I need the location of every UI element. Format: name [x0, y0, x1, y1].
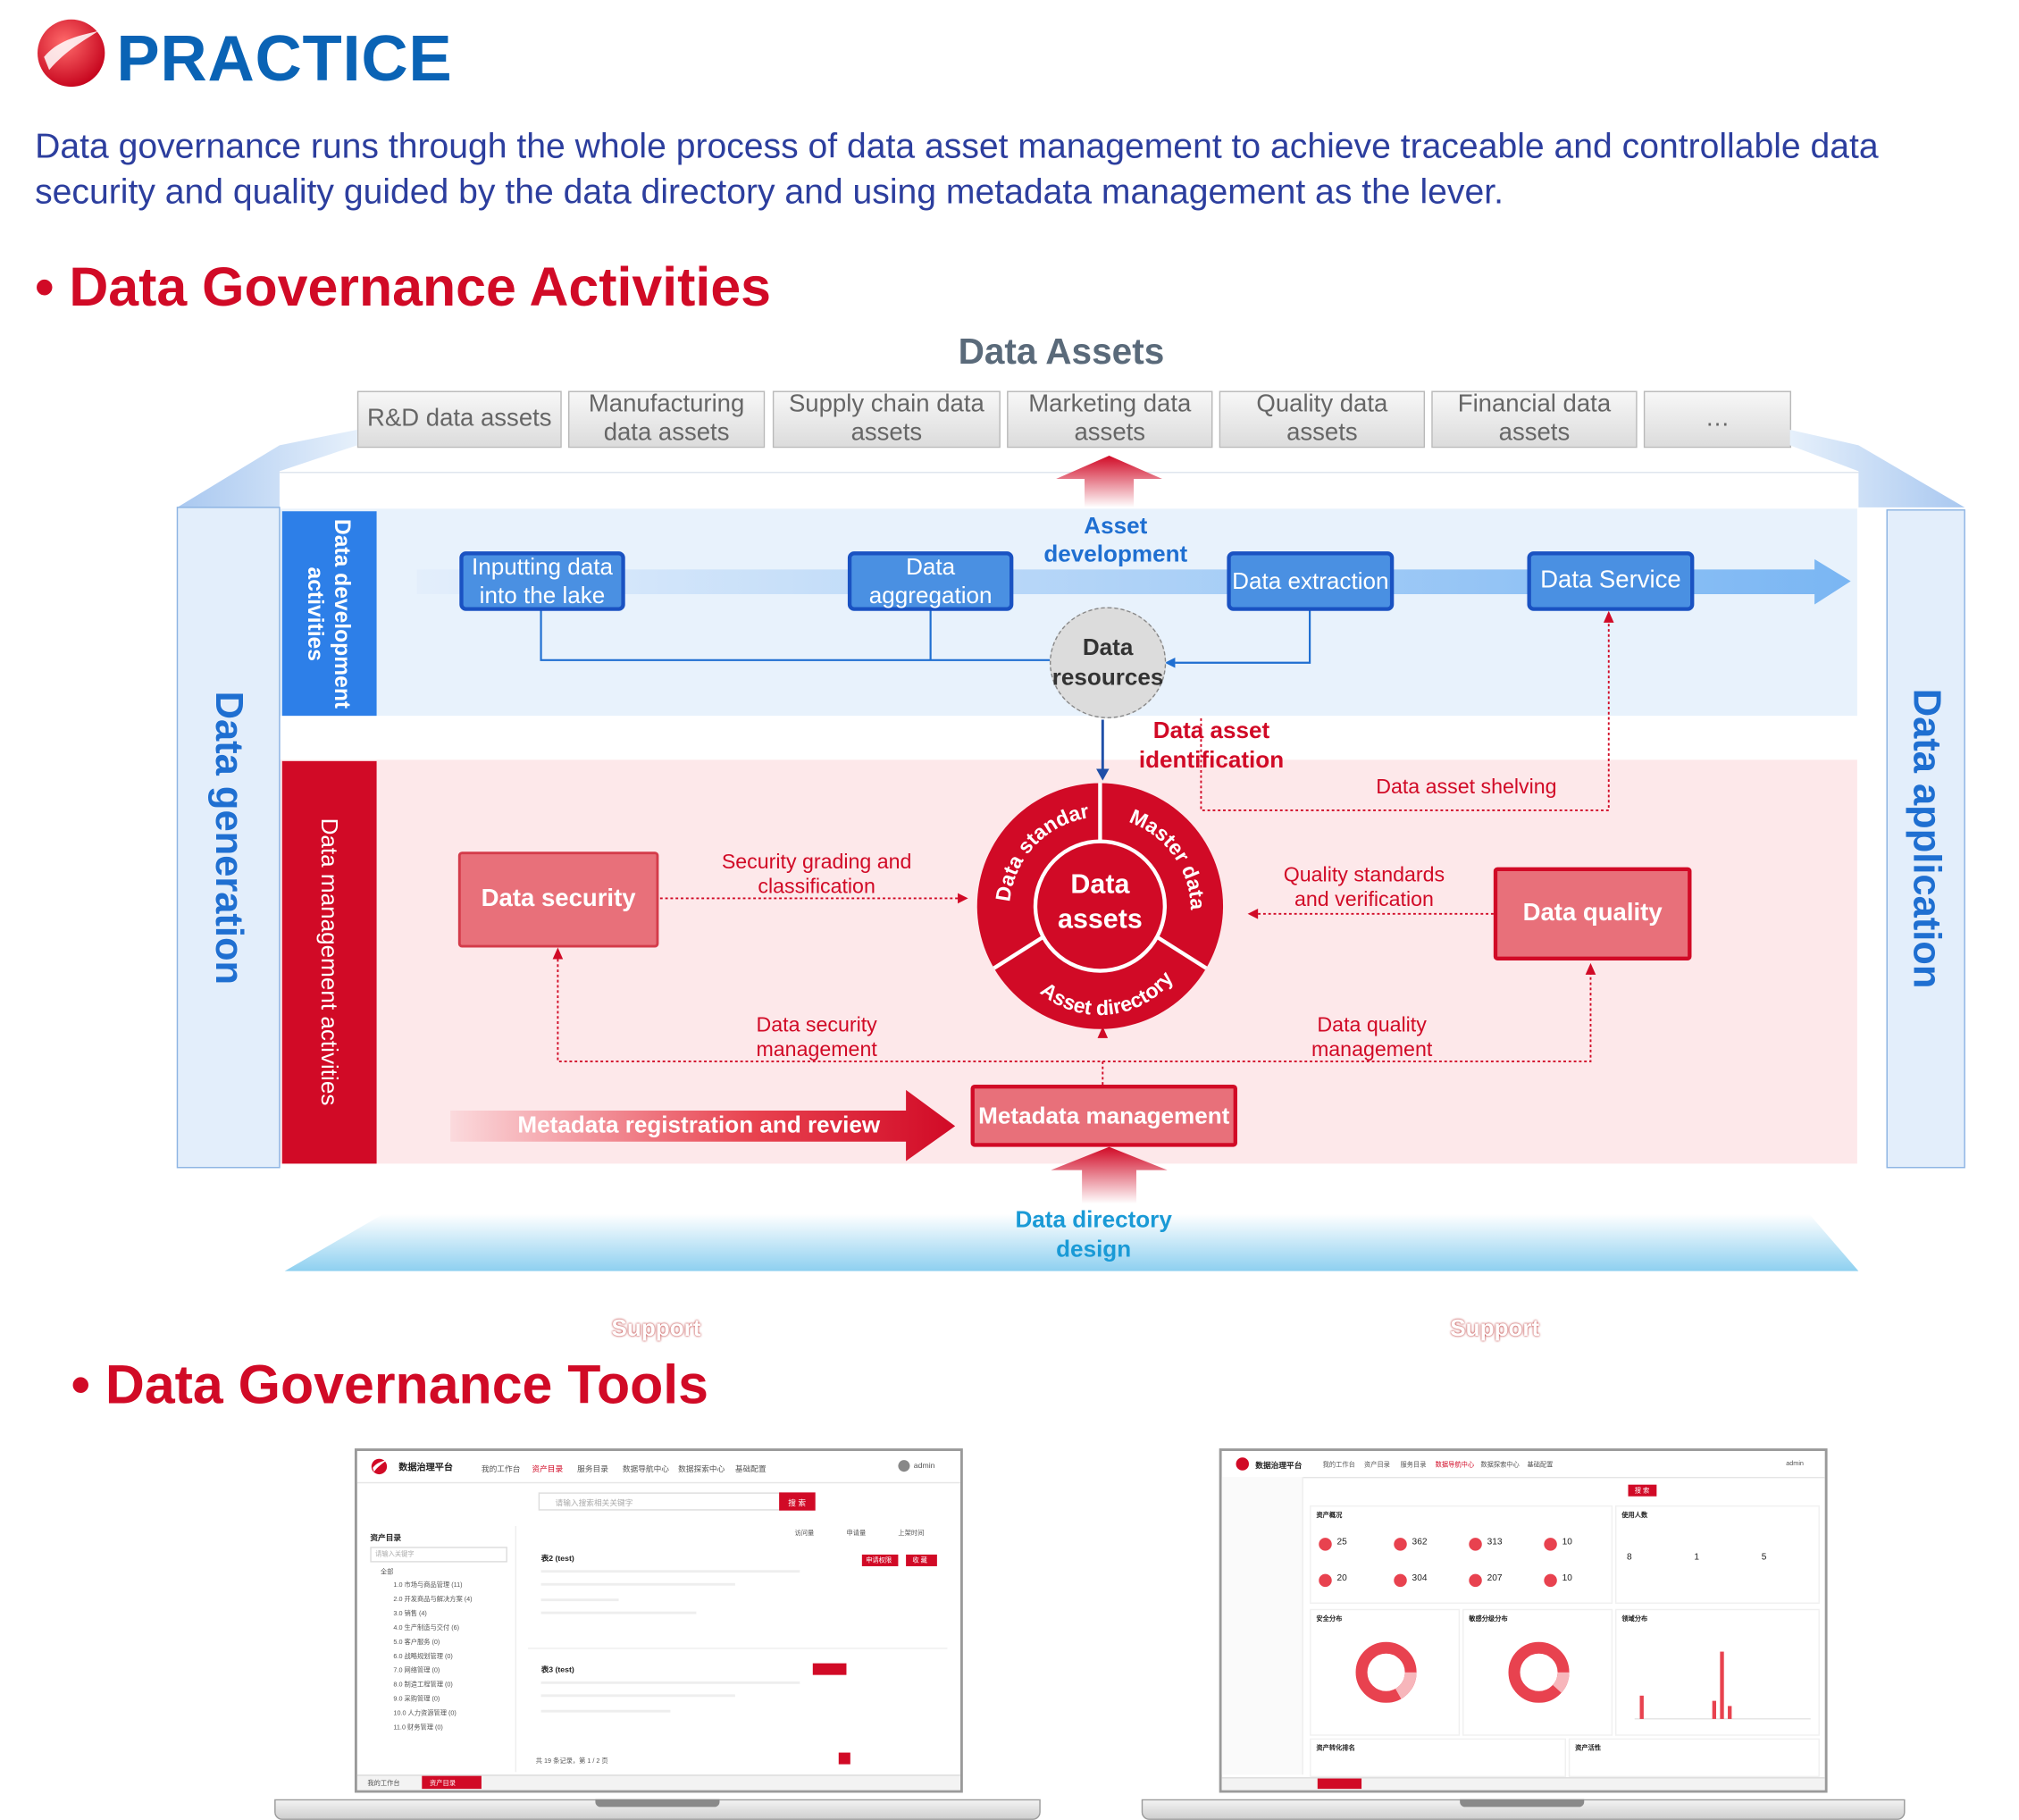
app-name: 数据治理平台 — [398, 1464, 454, 1473]
step-extraction: Data extraction — [1227, 551, 1395, 611]
nav-item[interactable]: 服务目录 — [577, 1466, 608, 1475]
search-input[interactable]: 请输入搜索相关关键字 — [538, 1492, 783, 1511]
security-grading-label: Security grading and classification — [721, 851, 912, 899]
asset-activity-panel: 资产活性 — [1568, 1738, 1820, 1778]
metadata-management-box: Metadata management — [970, 1085, 1237, 1147]
sort-option[interactable]: 上架时间 — [898, 1530, 925, 1539]
section-tools: • Data Governance Tools — [71, 1354, 709, 1415]
band-label-mgmt: Data management activities — [316, 818, 343, 1106]
data-security-box: Data security — [457, 851, 659, 948]
tree-item[interactable]: 全部 — [380, 1568, 394, 1577]
security-donut — [1355, 1641, 1417, 1703]
tree-item[interactable]: 7.0 网络管理 (0) — [393, 1666, 440, 1675]
asset-category: R&D data assets — [356, 390, 562, 449]
nav-item[interactable]: 数据探索中心 — [678, 1466, 725, 1475]
nav-item-active[interactable]: 资产目录 — [532, 1466, 564, 1475]
asset-category: Supply chain data assets — [772, 390, 1001, 449]
data-assets-title: Data Assets — [958, 331, 1165, 372]
nav-item[interactable]: 数据导航中心 — [622, 1466, 670, 1475]
tree-item[interactable]: 2.0 开发商品与解决方案 (4) — [393, 1596, 473, 1604]
nav-item[interactable]: 我的工作台 — [1322, 1461, 1355, 1470]
footer-tab-active[interactable]: 资产目录 — [422, 1775, 482, 1790]
nav-item[interactable]: 服务目录 — [1400, 1461, 1427, 1470]
asset-card[interactable]: 表2 (test) 申请权限 收 藏 — [528, 1544, 948, 1649]
classification-distribution-panel: 敏感分级分布 — [1462, 1608, 1613, 1736]
asset-card[interactable]: 表3 (test) — [528, 1656, 947, 1746]
tree-item[interactable]: 9.0 采购管理 (0) — [393, 1695, 440, 1704]
band-label-dev: Data development activities — [303, 518, 355, 709]
company-logo — [38, 19, 105, 88]
quality-standards-label: Quality standards and verification — [1283, 864, 1445, 911]
wheel-center-label: Data assets — [1058, 869, 1143, 935]
step-aggregation: Data aggregation — [847, 551, 1014, 611]
tree-item[interactable]: 1.0 市场与商品管理 (11) — [393, 1581, 463, 1590]
asset-category: Marketing data assets — [1007, 390, 1213, 449]
asset-shelving-label: Data asset shelving — [1376, 776, 1557, 799]
section-activities: • Data Governance Activities — [35, 256, 772, 317]
step-data-service: Data Service — [1527, 551, 1695, 611]
page-button[interactable] — [838, 1752, 850, 1765]
tree-item[interactable]: 6.0 战略规划管理 (0) — [393, 1653, 453, 1661]
support-label: Support — [611, 1314, 701, 1341]
tree-item[interactable]: 11.0 财务管理 (0) — [393, 1724, 443, 1732]
conversion-ranking-panel: 资产转化排名 — [1310, 1738, 1566, 1778]
data-assets-wheel: Data standards Master data Asset directo… — [973, 779, 1224, 1029]
sort-option[interactable]: 访问量 — [794, 1530, 815, 1539]
search-button[interactable]: 搜 索 — [779, 1492, 816, 1511]
asset-category: Quality data assets — [1219, 390, 1426, 449]
search-button[interactable]: 搜 索 — [1628, 1484, 1657, 1497]
user-name[interactable]: admin — [1786, 1460, 1804, 1468]
asset-category: Financial data assets — [1431, 390, 1638, 449]
app-logo-icon — [371, 1458, 388, 1475]
apply-button[interactable]: 申请权限 — [861, 1554, 899, 1566]
nav-item[interactable]: 基础配置 — [734, 1466, 767, 1475]
sidebar — [1221, 1476, 1303, 1775]
tree-item[interactable]: 4.0 生产制造与交付 (6) — [393, 1624, 460, 1632]
asset-identification-label: Data asset identification — [1138, 717, 1285, 773]
intro-text: Data governance runs through the whole p… — [35, 126, 1879, 212]
domain-bar-chart — [1634, 1651, 1811, 1720]
tree-item[interactable]: 3.0 销售 (4) — [393, 1610, 427, 1618]
tree-item[interactable]: 5.0 客户服务 (0) — [393, 1639, 440, 1647]
app-name: 数据治理平台 — [1255, 1463, 1303, 1471]
tree-filter-input[interactable]: 请输入关键字 — [370, 1547, 507, 1563]
pillar-data-generation: Data generation — [206, 691, 250, 985]
metadata-registration-label: Metadata registration and review — [517, 1111, 881, 1138]
domain-distribution-panel: 领域分布 — [1615, 1608, 1820, 1736]
tree-item[interactable]: 10.0 人力资源管理 (0) — [393, 1709, 457, 1718]
nav-item[interactable]: 资产目录 — [1363, 1461, 1390, 1470]
avatar[interactable] — [898, 1460, 910, 1472]
users-panel: 使用人数 8 1 5 — [1615, 1505, 1820, 1604]
support-label: Support — [1450, 1314, 1540, 1341]
pagination-summary: 共 19 条记录，第 1 / 2 页 — [535, 1757, 608, 1766]
asset-development-label: Asset development — [1043, 512, 1188, 567]
data-resources-node: Data resources — [1049, 607, 1167, 719]
tool-screenshot-asset-catalog: 数据治理平台 我的工作台 资产目录 服务目录 数据导航中心 数据探索中心 基础配… — [354, 1448, 963, 1793]
nav-item[interactable]: 基础配置 — [1527, 1461, 1554, 1470]
data-quality-box: Data quality — [1493, 867, 1692, 960]
nav-item-active[interactable]: 数据导航中心 — [1435, 1461, 1475, 1470]
asset-tree-panel: 资产目录 请输入关键字 全部 1.0 市场与商品管理 (11) 2.0 开发商品… — [364, 1526, 517, 1773]
security-distribution-panel: 安全分布 — [1310, 1608, 1461, 1736]
user-name[interactable]: admin — [913, 1463, 935, 1471]
tree-item[interactable]: 8.0 制造工程管理 (0) — [393, 1681, 453, 1690]
classification-donut — [1508, 1641, 1570, 1703]
sort-option[interactable]: 申请量 — [846, 1530, 867, 1539]
nav-item[interactable]: 数据探索中心 — [1480, 1461, 1520, 1470]
pillar-data-application: Data application — [1905, 688, 1948, 989]
overview-panel: 资产概况 25 362 313 10 20 304 207 10 — [1310, 1505, 1613, 1604]
security-management-label: Data security management — [756, 1014, 877, 1061]
asset-category: Manufacturing data assets — [567, 390, 766, 449]
step-inputting-lake: Inputting data into the lake — [459, 551, 625, 611]
nav-item[interactable]: 我的工作台 — [481, 1466, 521, 1475]
directory-design-label: Data directory design — [1015, 1206, 1172, 1262]
asset-category: … — [1643, 390, 1792, 449]
favorite-button[interactable]: 收 藏 — [906, 1554, 937, 1566]
app-logo-icon — [1236, 1457, 1250, 1471]
page-title: PRACTICE — [116, 21, 453, 95]
footer-tab[interactable]: 我的工作台 — [367, 1779, 400, 1788]
quality-management-label: Data quality management — [1311, 1014, 1433, 1061]
tool-screenshot-dashboard: 数据治理平台 我的工作台 资产目录 服务目录 数据导航中心 数据探索中心 基础配… — [1219, 1448, 1828, 1793]
